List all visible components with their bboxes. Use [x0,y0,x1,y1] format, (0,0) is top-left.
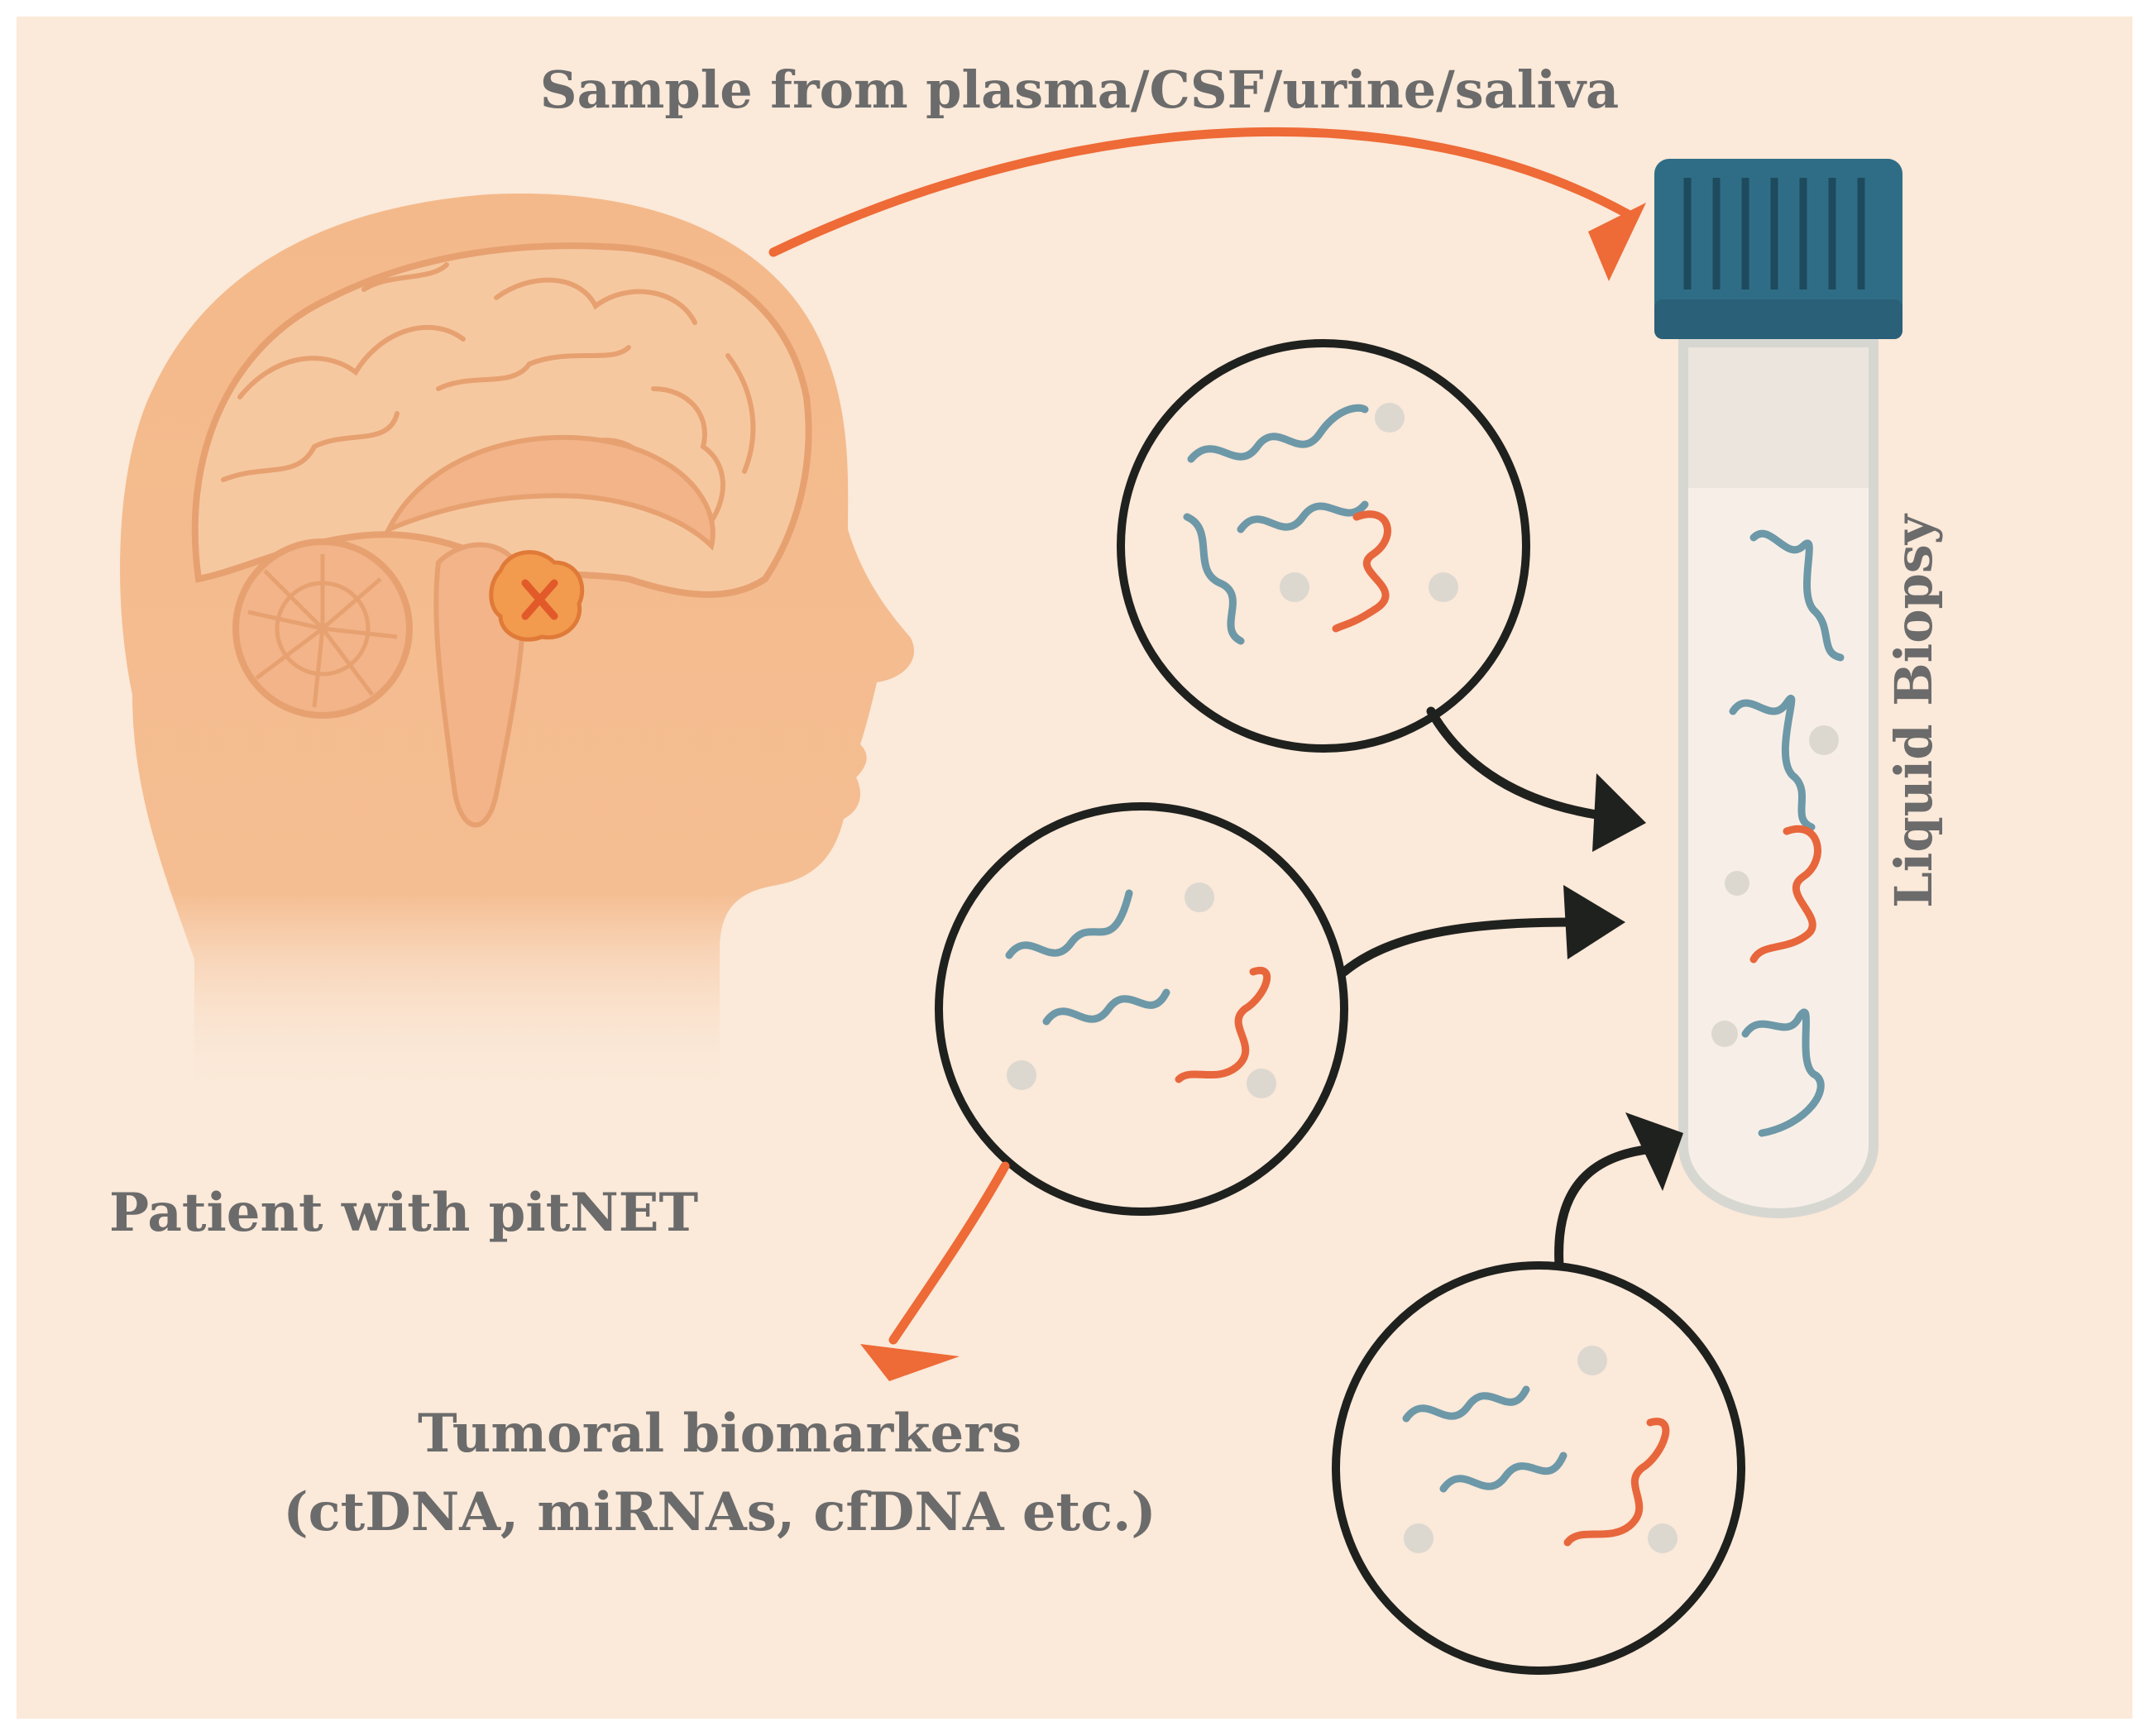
dna-strand-icon [1402,1385,1530,1423]
dna-strand-icon [1749,529,1845,662]
dna-strand-icon [1187,404,1369,463]
tumor-icon [489,550,585,642]
patient-label: Patient with pitNET [109,1182,698,1244]
corpus-callosum [383,434,716,551]
particle [1711,1021,1738,1047]
tube-headspace [1688,347,1869,488]
dna-strand-icon [1183,513,1245,645]
dna-strand-icon [1729,694,1816,831]
dna-strand-icon [1749,825,1821,964]
liquid-biopsy-label: Liquid Biopsy [1883,513,1944,908]
patient-head [120,193,915,1092]
magnifier-circle-icon [1332,1261,1745,1675]
arrow-circle2-to-tube [1339,885,1625,977]
biomarkers-label-line2: (ctDNA, miRNAs, cfDNA etc.) [283,1481,1156,1543]
dna-strand-icon [1439,1451,1567,1493]
dna-strand-icon [1332,510,1391,633]
magnifier-circle-icon [935,802,1348,1216]
dna-strand-icon [1237,500,1369,533]
particle [1809,725,1839,755]
cerebellum-folds [247,554,398,708]
dna-strand-icon [1563,1418,1670,1547]
test-tube-icon [1654,159,1903,1218]
biomarkers-label-line1: Tumoral biomarkers [418,1403,1022,1465]
dna-strand-icon [1741,1008,1825,1137]
dna-strand-icon [1005,889,1133,959]
sample-arrow [768,127,1646,281]
sample-source-label: Sample from plasma/CSF/urine/saliva [540,60,1619,120]
dna-strand-icon [1042,988,1170,1026]
magnifier-circle-icon [1117,339,1530,753]
arrow-circle3-to-tube [1554,1112,1683,1270]
brain-gyri [221,262,756,524]
particle [1725,871,1749,896]
tube-cap-ridges [1683,178,1865,289]
dna-strand-icon [1175,966,1271,1083]
tube-cap-rim [1654,299,1903,339]
arrow-circle1-to-tube [1426,706,1646,852]
tube-body [1678,338,1879,1218]
biomarker-arrow [860,1161,1010,1381]
